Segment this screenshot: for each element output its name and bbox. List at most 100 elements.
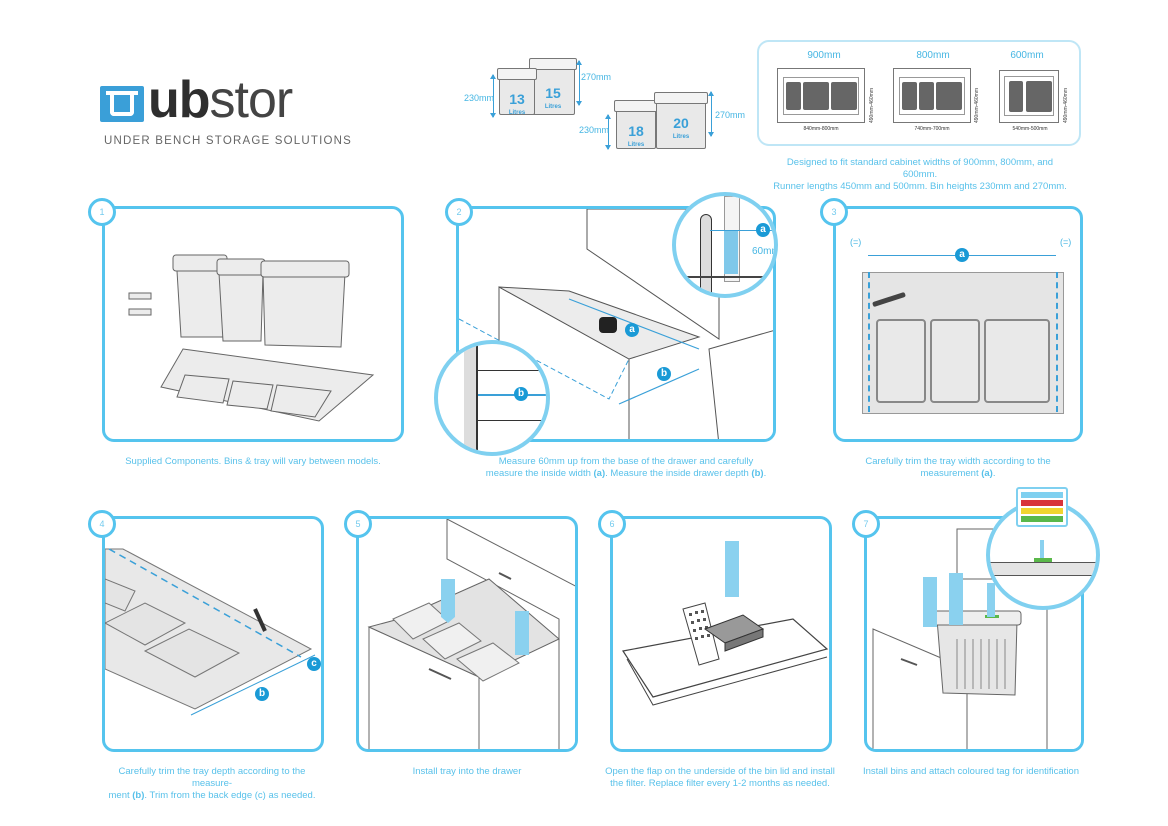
down-arrow-icon [725, 541, 739, 597]
caption-line-1: Measure 60mm up from the base of the dra… [498, 456, 754, 467]
bin-lid [260, 260, 350, 278]
tray-outline [1004, 76, 1054, 116]
bin-lid [932, 610, 1022, 626]
tag-colour-yellow [1021, 508, 1063, 514]
height-arrow-tall [576, 60, 582, 106]
down-arrow-icon [441, 579, 455, 623]
cabinet-size-800: 800mm [893, 50, 973, 61]
trim-tray-depth-illustration [105, 548, 316, 716]
tray-outline [783, 77, 859, 115]
zoom-inset-depth: b [434, 340, 550, 456]
height-label-short: 230mm [579, 125, 610, 135]
edge-line [476, 370, 546, 371]
label-b-badge: b [657, 367, 671, 381]
step-6-caption: Open the flap on the underside of the bi… [600, 766, 840, 790]
label-b-badge: b [255, 687, 269, 701]
tray-well [143, 628, 241, 678]
bin-volume-unit: Litres [544, 104, 562, 110]
height-label-tall: 270mm [581, 72, 612, 82]
runner-clip [128, 308, 152, 316]
tray-well [984, 319, 1050, 403]
bin-volume-unit: Litres [627, 142, 645, 148]
caption-line-1: Carefully trim the tray depth according … [118, 766, 306, 789]
caption-line-1: Carefully trim the tray width according … [865, 456, 1051, 467]
bin [262, 272, 346, 348]
ruler-highlight [724, 230, 738, 274]
bin-ribs [956, 639, 1006, 689]
bin-lid [216, 258, 266, 276]
height-label-short: 230mm [464, 93, 495, 103]
tray-well [105, 602, 187, 646]
runner-clip [128, 292, 152, 300]
step-6-number: 6 [598, 510, 626, 538]
zoom-inset-width: a 60mm [672, 192, 778, 298]
logo-bin-icon [100, 86, 144, 122]
cabinet-diagram-800 [893, 68, 971, 123]
tagline: UNDER BENCH STORAGE SOLUTIONS [104, 135, 353, 147]
bin-slot [1026, 81, 1052, 112]
install-tray-illustration [367, 519, 575, 749]
coloured-tag [1034, 558, 1052, 562]
bin-slot [936, 82, 962, 110]
bin [176, 270, 226, 338]
bin-slot [902, 82, 917, 110]
depth-range-label: 490mm-460mm [974, 87, 980, 123]
bin [218, 272, 264, 342]
caption-text: measurement [920, 468, 982, 479]
edge-line [476, 420, 546, 421]
height-arrow-short [490, 74, 496, 118]
caption-line-2: the filter. Replace filter every 1-2 mon… [610, 778, 830, 789]
down-arrow-icon [923, 577, 937, 627]
utility-knife-icon [253, 608, 267, 632]
step-1-caption: Supplied Components. Bins & tray will va… [125, 456, 381, 467]
bin-slot [919, 82, 934, 110]
down-arrow-icon [987, 583, 995, 617]
caption-ref-a: (a) [981, 468, 993, 479]
sizes-note: Designed to fit standard cabinet widths … [770, 157, 1070, 193]
height-label-tall: 270mm [715, 110, 746, 120]
caption-text: measure the inside width [485, 468, 594, 479]
cabinet-size-label: 800mm [916, 50, 950, 61]
cabinet-diagram-600 [999, 70, 1059, 123]
caption-text: . Measure the inside drawer depth [605, 468, 752, 479]
cabinet [446, 519, 575, 749]
filter-flap [682, 602, 720, 666]
cabinet-side [708, 330, 773, 439]
tray-well [456, 642, 520, 682]
down-arrow-icon [949, 573, 963, 625]
supplied-components-illustration [128, 254, 375, 422]
step-5-number: 5 [344, 510, 372, 538]
step-4-panel: b c [102, 516, 324, 752]
logo-wordmark: ubstor [148, 74, 293, 126]
step-7-caption: Install bins and attach coloured tag for… [863, 766, 1079, 777]
bin-volume-number: 13 [509, 91, 525, 107]
step-7-number: 7 [852, 510, 880, 538]
cabinet-diagram-900 [777, 68, 865, 123]
bin-volume-unit: Litres [508, 110, 526, 116]
bin-lid [654, 92, 708, 104]
label-a-badge: a [625, 323, 639, 337]
bin-lid [614, 100, 658, 112]
bin-slot [831, 82, 857, 110]
down-arrow-icon [515, 611, 529, 655]
height-arrow-short [605, 114, 611, 150]
step-1-number: 1 [88, 198, 116, 226]
bin-slot [1009, 81, 1023, 112]
cabinet-sizes-box: 900mm 840mm-800mm 490mm-460mm 800mm 740m… [757, 40, 1081, 146]
step-1-panel [102, 206, 404, 442]
cut-line-right [1056, 272, 1058, 412]
step-3-panel: (=) (=) a [833, 206, 1083, 442]
height-arrow-tall [708, 91, 714, 137]
depth-range-label: 490mm-460mm [869, 87, 875, 123]
tray-outline [899, 77, 965, 115]
label-b-badge: b [514, 387, 528, 401]
